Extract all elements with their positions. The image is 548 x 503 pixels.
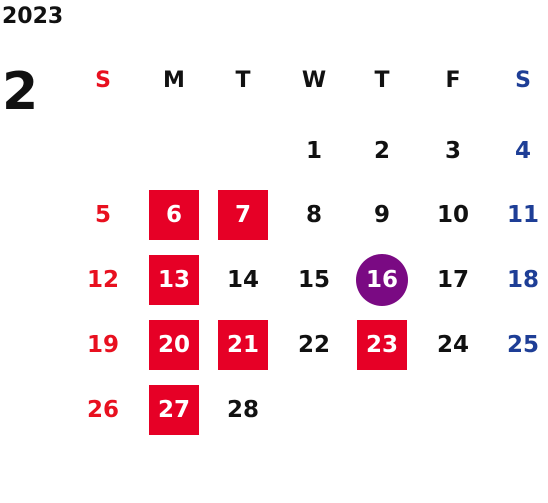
- day-cell-7[interactable]: 7: [213, 190, 273, 240]
- day-cell-1[interactable]: 1: [284, 126, 344, 176]
- day-number: 18: [506, 267, 539, 293]
- today-marker: [356, 254, 408, 306]
- day-cell-19[interactable]: 19: [73, 320, 133, 370]
- day-number: 27: [157, 397, 190, 423]
- day-number: 16: [365, 267, 398, 293]
- day-number: 14: [226, 267, 259, 293]
- closed-day-marker: [357, 320, 407, 370]
- weekday-label-2: T: [235, 68, 251, 93]
- day-cell-18[interactable]: 18: [493, 255, 548, 305]
- day-number: 5: [94, 202, 111, 228]
- day-cell-9[interactable]: 9: [352, 190, 412, 240]
- day-number: 11: [506, 202, 539, 228]
- day-number: 28: [226, 397, 259, 423]
- weekday-label-0: S: [95, 68, 111, 93]
- day-number: 23: [365, 332, 398, 358]
- closed-day-marker: [218, 320, 268, 370]
- day-cell-22[interactable]: 22: [284, 320, 344, 370]
- day-cell-28[interactable]: 28: [213, 385, 273, 435]
- calendar-year: 2023: [2, 4, 64, 29]
- day-cell-27[interactable]: 27: [144, 385, 204, 435]
- day-number: 2: [373, 138, 390, 164]
- day-number: 26: [86, 397, 119, 423]
- closed-day-marker: [149, 255, 199, 305]
- day-cell-4[interactable]: 4: [493, 126, 548, 176]
- day-cell-24[interactable]: 24: [423, 320, 483, 370]
- day-number: 13: [157, 267, 190, 293]
- day-number: 21: [226, 332, 259, 358]
- day-number: 15: [297, 267, 330, 293]
- calendar-month: 2: [2, 62, 39, 122]
- day-number: 3: [444, 138, 461, 164]
- weekday-label-1: M: [163, 68, 185, 93]
- day-cell-3[interactable]: 3: [423, 126, 483, 176]
- day-number: 24: [436, 332, 469, 358]
- closed-day-marker: [149, 385, 199, 435]
- day-number: 25: [506, 332, 539, 358]
- day-number: 10: [436, 202, 469, 228]
- day-cell-13[interactable]: 13: [144, 255, 204, 305]
- day-cell-26[interactable]: 26: [73, 385, 133, 435]
- closed-day-marker: [149, 190, 199, 240]
- day-cell-12[interactable]: 12: [73, 255, 133, 305]
- day-number: 20: [157, 332, 190, 358]
- day-number: 7: [234, 202, 251, 228]
- closed-day-marker: [218, 190, 268, 240]
- day-number: 1: [305, 138, 322, 164]
- day-cell-14[interactable]: 14: [213, 255, 273, 305]
- day-cell-2[interactable]: 2: [352, 126, 412, 176]
- day-cell-8[interactable]: 8: [284, 190, 344, 240]
- day-cell-11[interactable]: 11: [493, 190, 548, 240]
- day-cell-20[interactable]: 20: [144, 320, 204, 370]
- day-cell-6[interactable]: 6: [144, 190, 204, 240]
- day-number: 22: [297, 332, 330, 358]
- day-cell-16[interactable]: 16: [352, 254, 412, 306]
- closed-day-marker: [149, 320, 199, 370]
- day-number: 4: [514, 138, 531, 164]
- day-cell-23[interactable]: 23: [352, 320, 412, 370]
- day-number: 17: [436, 267, 469, 293]
- weekday-label-3: W: [301, 68, 327, 93]
- day-number: 12: [86, 267, 119, 293]
- day-number: 9: [373, 202, 390, 228]
- day-number: 19: [86, 332, 119, 358]
- day-cell-15[interactable]: 15: [284, 255, 344, 305]
- day-cell-21[interactable]: 21: [213, 320, 273, 370]
- weekday-label-5: F: [445, 68, 461, 93]
- day-cell-10[interactable]: 10: [423, 190, 483, 240]
- day-number: 8: [305, 202, 322, 228]
- day-cell-25[interactable]: 25: [493, 320, 548, 370]
- day-number: 6: [165, 202, 182, 228]
- day-cell-17[interactable]: 17: [423, 255, 483, 305]
- day-cell-5[interactable]: 5: [73, 190, 133, 240]
- weekday-label-6: S: [515, 68, 531, 93]
- weekday-label-4: T: [374, 68, 390, 93]
